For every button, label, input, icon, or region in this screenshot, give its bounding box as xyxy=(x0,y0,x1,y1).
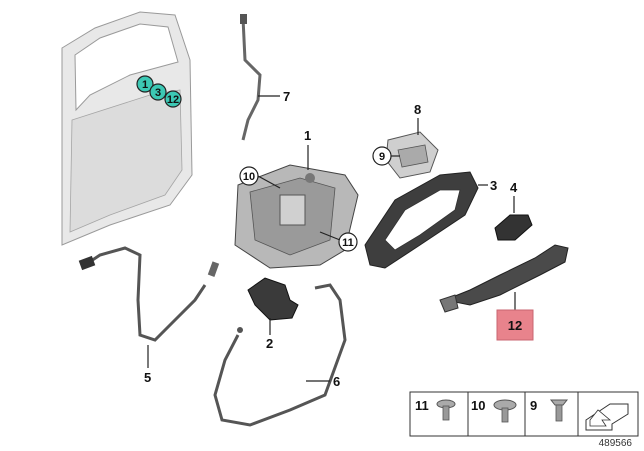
leader-11 xyxy=(319,231,341,241)
svg-text:12: 12 xyxy=(508,318,522,333)
door-shell xyxy=(61,11,193,246)
legend-label-9: 9 xyxy=(530,398,537,413)
svg-text:12: 12 xyxy=(167,94,179,106)
label-5[interactable]: 5 xyxy=(144,370,151,385)
label-8[interactable]: 8 xyxy=(414,102,421,117)
label-1[interactable]: 1 xyxy=(304,128,311,143)
screw-icon-10 xyxy=(493,399,517,423)
screw-icon-9 xyxy=(549,399,569,422)
callout-9[interactable]: 9 xyxy=(372,146,392,166)
label-6[interactable]: 6 xyxy=(333,374,340,389)
label-7[interactable]: 7 xyxy=(283,89,290,104)
striker-part-8 xyxy=(385,131,439,179)
fastener-legend: 11 10 9 xyxy=(409,391,639,437)
label-4[interactable]: 4 xyxy=(510,180,518,195)
callout-12-highlight[interactable]: 12 xyxy=(496,309,534,341)
door-callout-1[interactable]: 1 xyxy=(136,75,154,93)
svg-text:3: 3 xyxy=(155,87,161,99)
door-callout-12[interactable]: 12 xyxy=(164,90,182,108)
arrow-symbol-icon xyxy=(585,403,629,431)
handle-carrier-part-3 xyxy=(364,171,479,269)
rod-part-7 xyxy=(240,14,262,141)
label-3[interactable]: 3 xyxy=(490,178,497,193)
svg-text:11: 11 xyxy=(342,237,354,249)
cable-part-6 xyxy=(213,283,347,427)
svg-text:1: 1 xyxy=(142,79,148,91)
legend-label-11: 11 xyxy=(415,398,429,413)
legend-label-10: 10 xyxy=(471,398,485,413)
svg-text:9: 9 xyxy=(379,151,385,163)
label-2[interactable]: 2 xyxy=(266,336,273,351)
cable-part-5 xyxy=(78,246,220,342)
door-callout-3[interactable]: 3 xyxy=(149,83,167,101)
outside-handle-part-12 xyxy=(439,244,569,313)
leader-10 xyxy=(257,175,281,189)
bracket-part-2 xyxy=(247,277,299,321)
diagram-id: 489566 xyxy=(599,438,633,449)
callout-10[interactable]: 10 xyxy=(239,166,259,186)
callout-11[interactable]: 11 xyxy=(338,232,358,252)
screw-icon-11 xyxy=(436,399,456,421)
svg-text:10: 10 xyxy=(243,171,255,183)
cap-part-4 xyxy=(494,214,533,241)
